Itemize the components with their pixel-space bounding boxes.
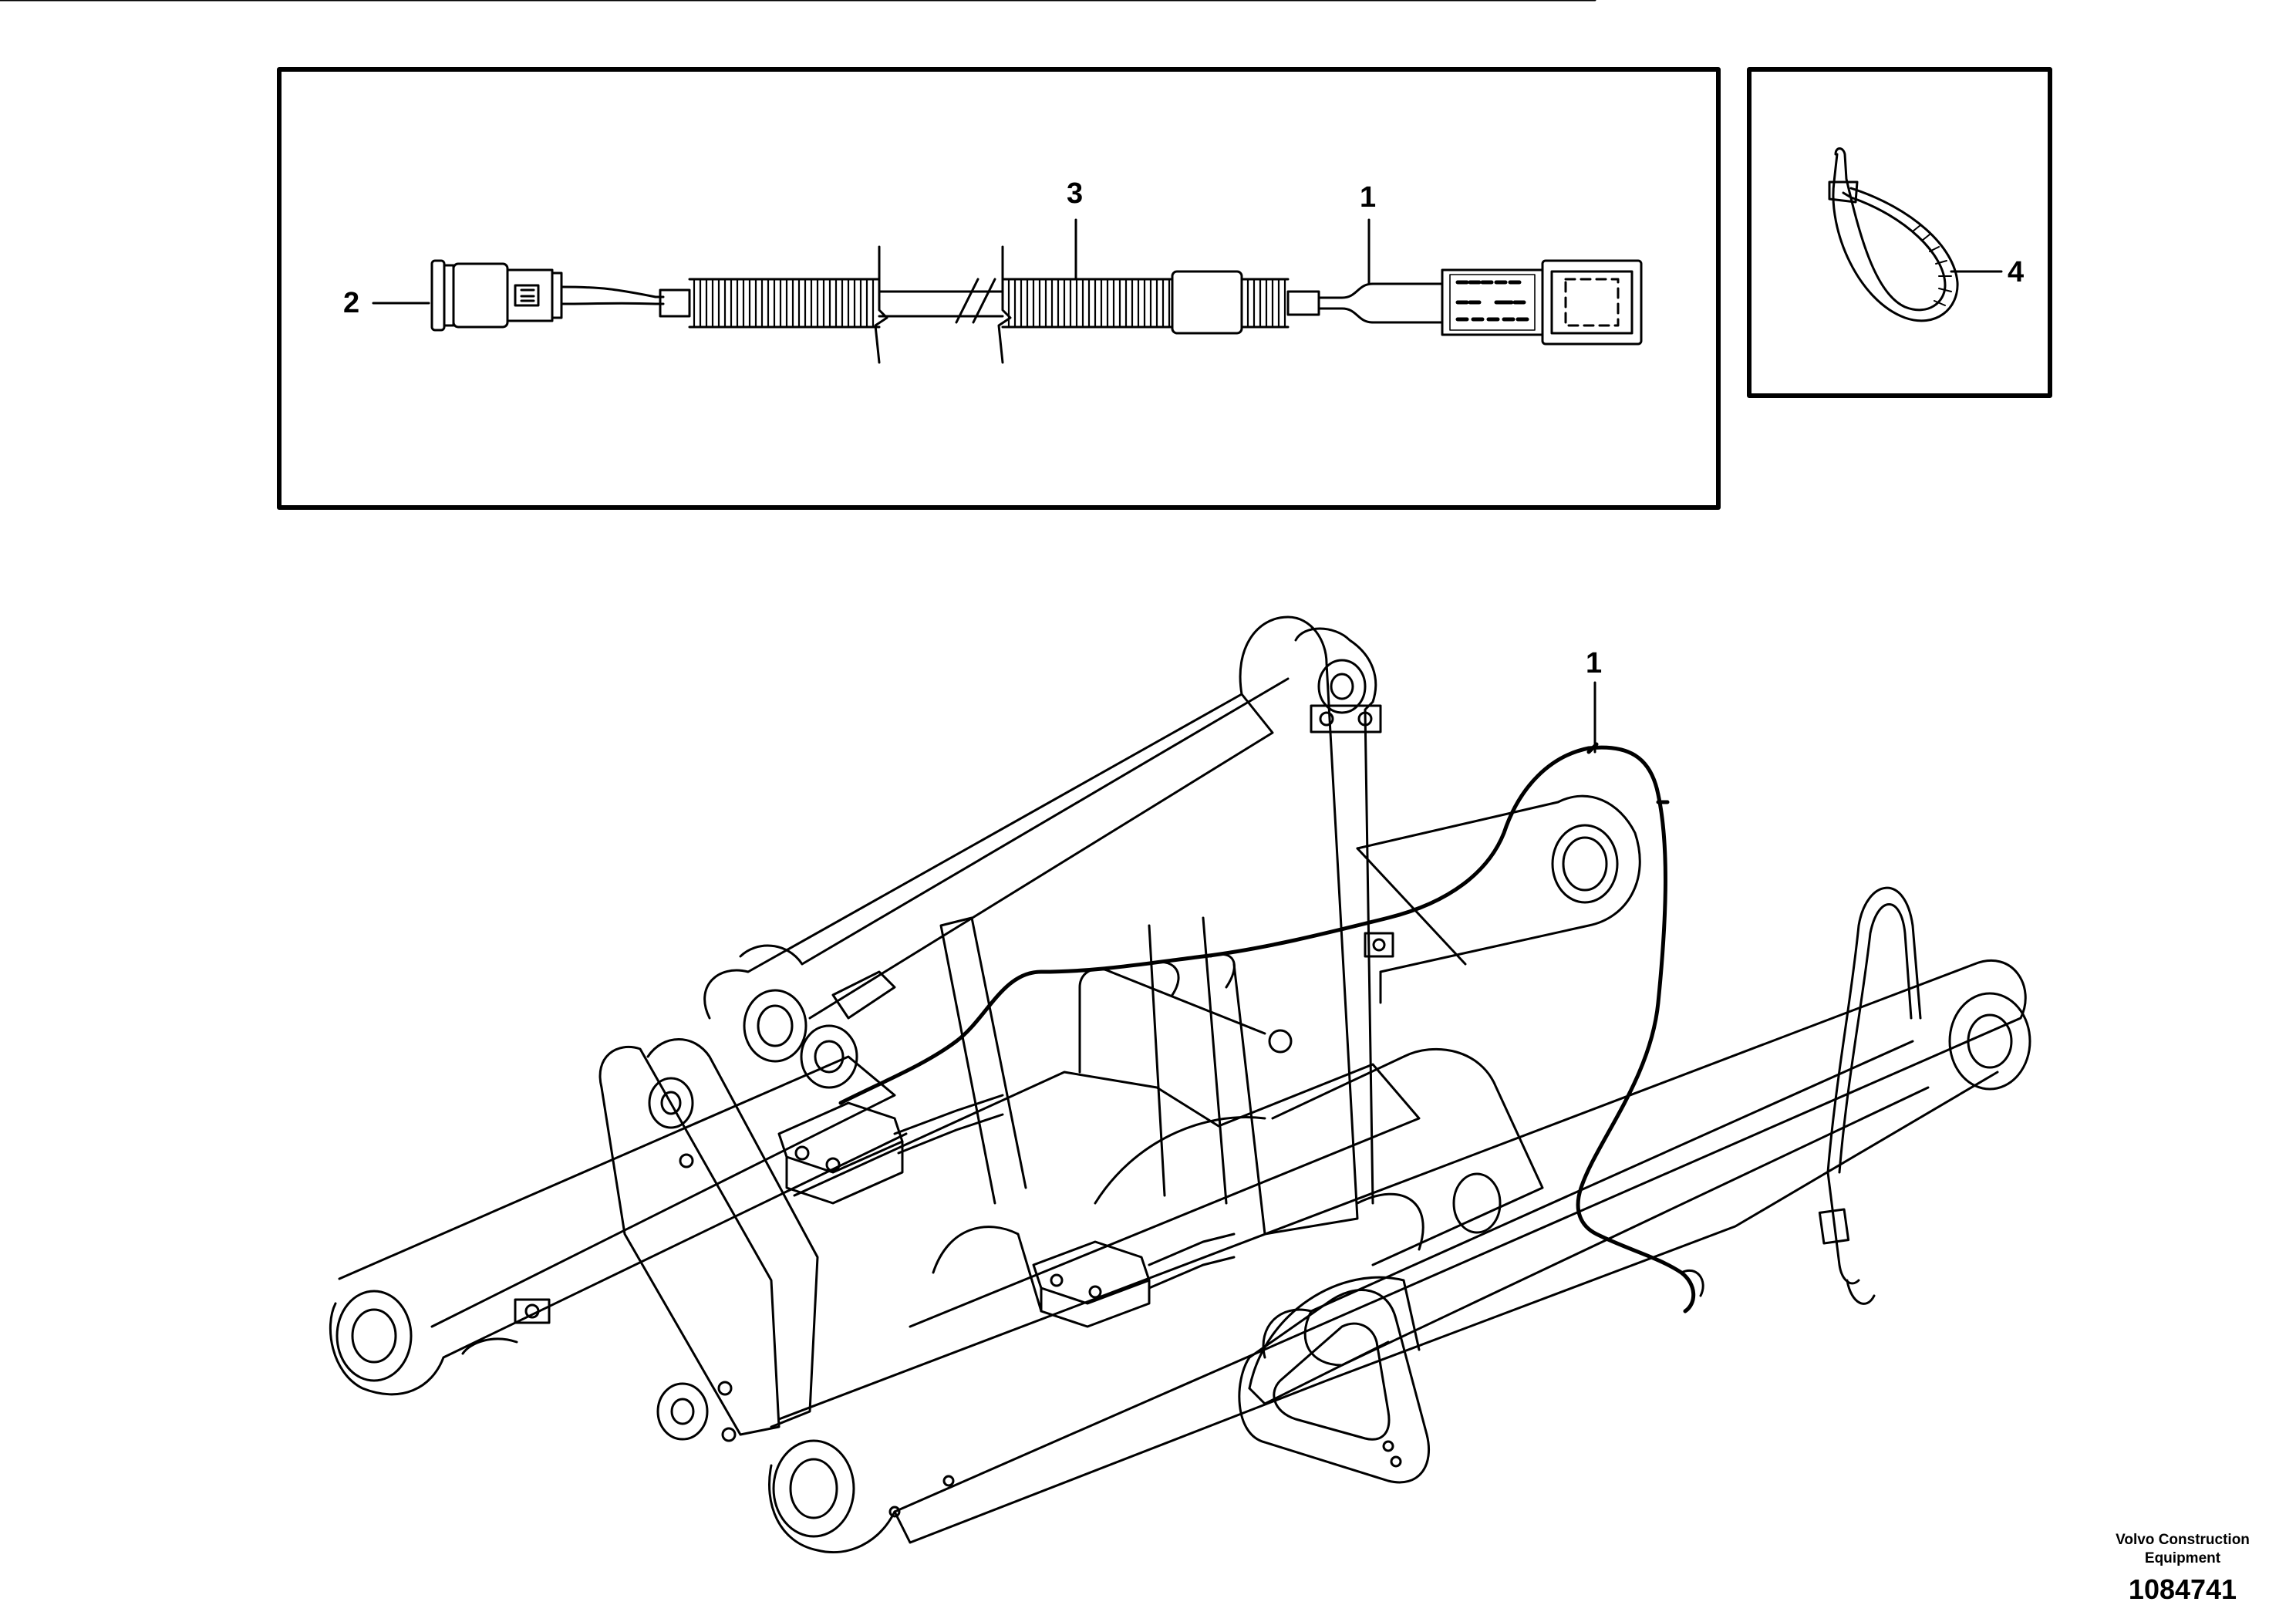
callout-1-main: 1 <box>1586 647 1602 679</box>
valve-blocks <box>777 1094 1236 1328</box>
drawing-number: 1084741 <box>2128 1573 2237 1605</box>
harness-break <box>878 278 1004 324</box>
rear-cross-member <box>1356 794 1641 1004</box>
triangular-gusset <box>1238 1289 1431 1484</box>
cable-tie-panel-frame <box>1747 67 2052 398</box>
detail-leaders <box>372 218 1371 305</box>
rectangular-connector <box>1441 259 1643 346</box>
loader-frame-assembly <box>0 0 2031 1554</box>
callout-1-detail: 1 <box>1360 181 1376 214</box>
callout-3: 3 <box>1067 177 1083 210</box>
brand-label: Volvo Construction Equipment <box>2082 1531 2283 1568</box>
harness-routing <box>838 742 1704 1313</box>
lift-arm-front <box>768 959 2031 1554</box>
brand-line-1: Volvo Construction <box>2116 1532 2250 1548</box>
corrugated-tube-right <box>997 245 1444 364</box>
tilt-link-plates <box>598 1038 819 1442</box>
callout-4: 4 <box>2008 256 2024 288</box>
cable-tie <box>1828 147 1959 322</box>
corrugated-tube-left <box>659 245 888 364</box>
tower-plates <box>1148 615 1382 1236</box>
upper-boom <box>703 677 1290 1089</box>
harness-panel-frame <box>277 67 1721 510</box>
brand-line-2: Equipment <box>2144 1550 2221 1566</box>
callout-2: 2 <box>343 287 359 319</box>
lift-arm-left <box>329 1055 908 1396</box>
harness-detail-panel <box>277 67 1721 510</box>
hydraulic-hose <box>1818 886 1922 1305</box>
cable-tie-panel <box>1747 67 2052 398</box>
round-connector <box>430 259 665 332</box>
